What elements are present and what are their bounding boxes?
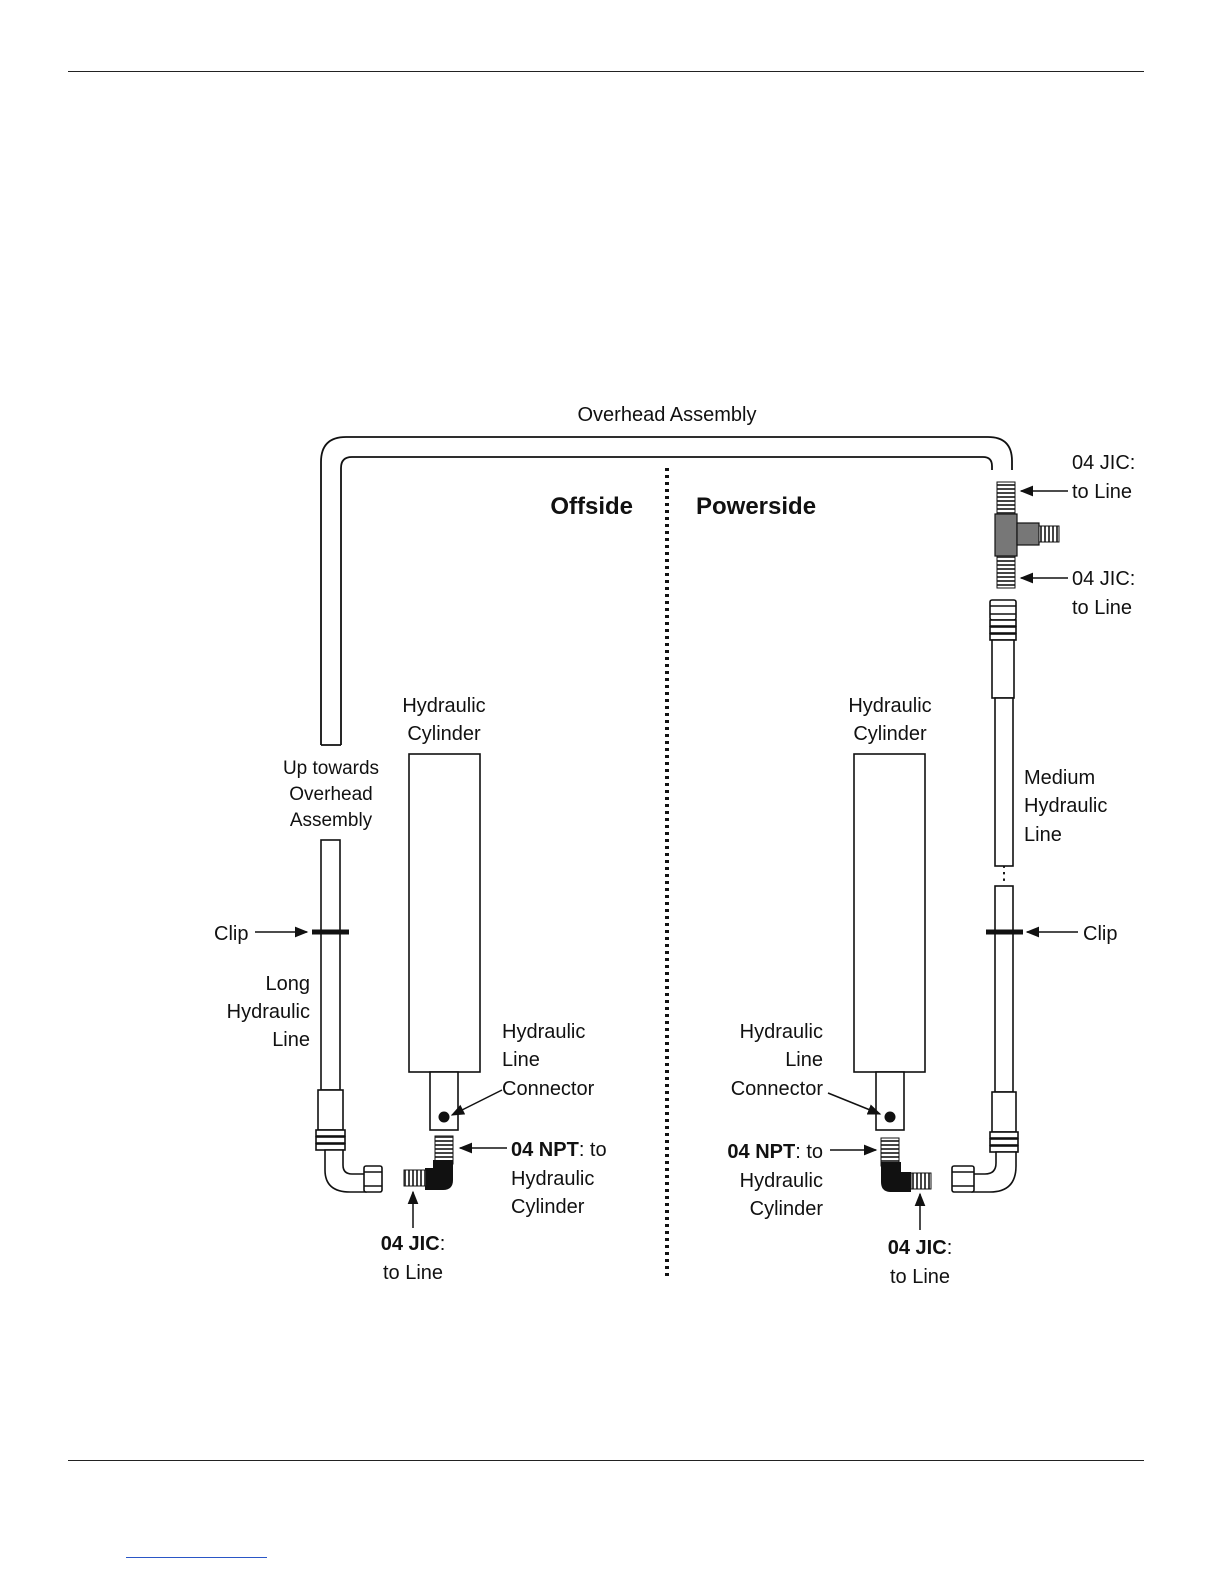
svg-text:Hydraulic: Hydraulic	[402, 695, 485, 717]
svg-text:Cylinder: Cylinder	[853, 723, 927, 745]
powerside-hydraulic-cylinder	[853, 753, 926, 1131]
svg-text:Cylinder: Cylinder	[407, 723, 481, 745]
svg-text:04 JIC:: 04 JIC:	[1072, 452, 1135, 474]
header-rule	[68, 71, 1144, 72]
svg-text:Hydraulic: Hydraulic	[1024, 795, 1107, 817]
powerside-jic-label: 04 JIC: to Line	[888, 1237, 953, 1288]
offside-cylinder-label: Hydraulic Cylinder	[402, 695, 485, 745]
offside-npt-label: 04 NPT: to Hydraulic Cylinder	[511, 1139, 607, 1218]
offside-clip-label: Clip	[214, 923, 248, 945]
powerside-npt-label: 04 NPT: to Hydraulic Cylinder	[727, 1141, 823, 1220]
tee-top-label: 04 JIC: to Line	[1072, 452, 1135, 503]
svg-text:Line: Line	[502, 1049, 540, 1071]
svg-text:Hydraulic: Hydraulic	[740, 1021, 823, 1043]
svg-text:04 JIC:: 04 JIC:	[888, 1237, 953, 1259]
powerside-cylinder-label: Hydraulic Cylinder	[848, 695, 931, 745]
powerside-connector-label: Hydraulic Line Connector	[731, 1021, 824, 1100]
footer-rule	[68, 1460, 1144, 1461]
offside-connector-label: Hydraulic Line Connector	[502, 1021, 595, 1100]
tee-bottom-label: 04 JIC: to Line	[1072, 568, 1135, 619]
powerside-clip-label: Clip	[1083, 923, 1117, 945]
long-hydraulic-line	[315, 839, 383, 1193]
svg-text:Connector: Connector	[731, 1078, 824, 1100]
svg-text:to Line: to Line	[383, 1262, 443, 1284]
svg-text:Line: Line	[272, 1029, 310, 1051]
offside-connector-arrow	[450, 1089, 503, 1116]
svg-text:Hydraulic: Hydraulic	[740, 1170, 823, 1192]
overhead-assembly-tube	[320, 436, 1013, 746]
svg-text:Line: Line	[1024, 824, 1062, 846]
svg-text:Hydraulic: Hydraulic	[511, 1168, 594, 1190]
svg-text:Up towards: Up towards	[283, 758, 379, 779]
svg-text:Connector: Connector	[502, 1078, 595, 1100]
offside-elbow-fitting	[403, 1135, 454, 1190]
offside-hydraulic-cylinder	[408, 753, 481, 1131]
diagram-title: Overhead Assembly	[578, 404, 757, 426]
svg-text:Assembly: Assembly	[290, 810, 373, 831]
offside-connector-dot	[438, 1111, 450, 1123]
svg-text:to Line: to Line	[890, 1266, 950, 1288]
powerside-elbow-fitting	[880, 1137, 932, 1192]
svg-text:Medium: Medium	[1024, 767, 1095, 789]
svg-text:04 NPT: to: 04 NPT: to	[727, 1141, 823, 1163]
svg-text:Hydraulic: Hydraulic	[848, 695, 931, 717]
svg-text:04 JIC:: 04 JIC:	[1072, 568, 1135, 590]
svg-text:Line: Line	[785, 1049, 823, 1071]
powerside-connector-dot	[884, 1111, 896, 1123]
offside-jic-label: 04 JIC: to Line	[381, 1233, 446, 1284]
svg-text:Hydraulic: Hydraulic	[227, 1001, 310, 1023]
overhead-note: Up towards Overhead Assembly	[283, 758, 379, 831]
powerside-connector-arrow	[827, 1092, 882, 1115]
long-line-label: Long Hydraulic Line	[227, 973, 310, 1051]
svg-text:Hydraulic: Hydraulic	[502, 1021, 585, 1043]
powerside-heading: Powerside	[696, 493, 816, 520]
medium-hydraulic-line	[951, 599, 1019, 1193]
svg-text:Overhead: Overhead	[289, 784, 372, 805]
svg-text:Cylinder: Cylinder	[511, 1196, 585, 1218]
powerside-tee-fitting	[994, 481, 1060, 589]
svg-text:Cylinder: Cylinder	[750, 1198, 824, 1220]
svg-text:Long: Long	[266, 973, 311, 995]
svg-text:to Line: to Line	[1072, 481, 1132, 503]
medium-line-label: Medium Hydraulic Line	[1024, 767, 1107, 846]
svg-text:04 NPT: to: 04 NPT: to	[511, 1139, 607, 1161]
svg-text:04 JIC:: 04 JIC:	[381, 1233, 446, 1255]
line-break-dots: ⋮	[995, 863, 1014, 884]
svg-text:to Line: to Line	[1072, 597, 1132, 619]
offside-heading: Offside	[550, 493, 633, 520]
footer-link-underline[interactable]	[126, 1557, 267, 1558]
